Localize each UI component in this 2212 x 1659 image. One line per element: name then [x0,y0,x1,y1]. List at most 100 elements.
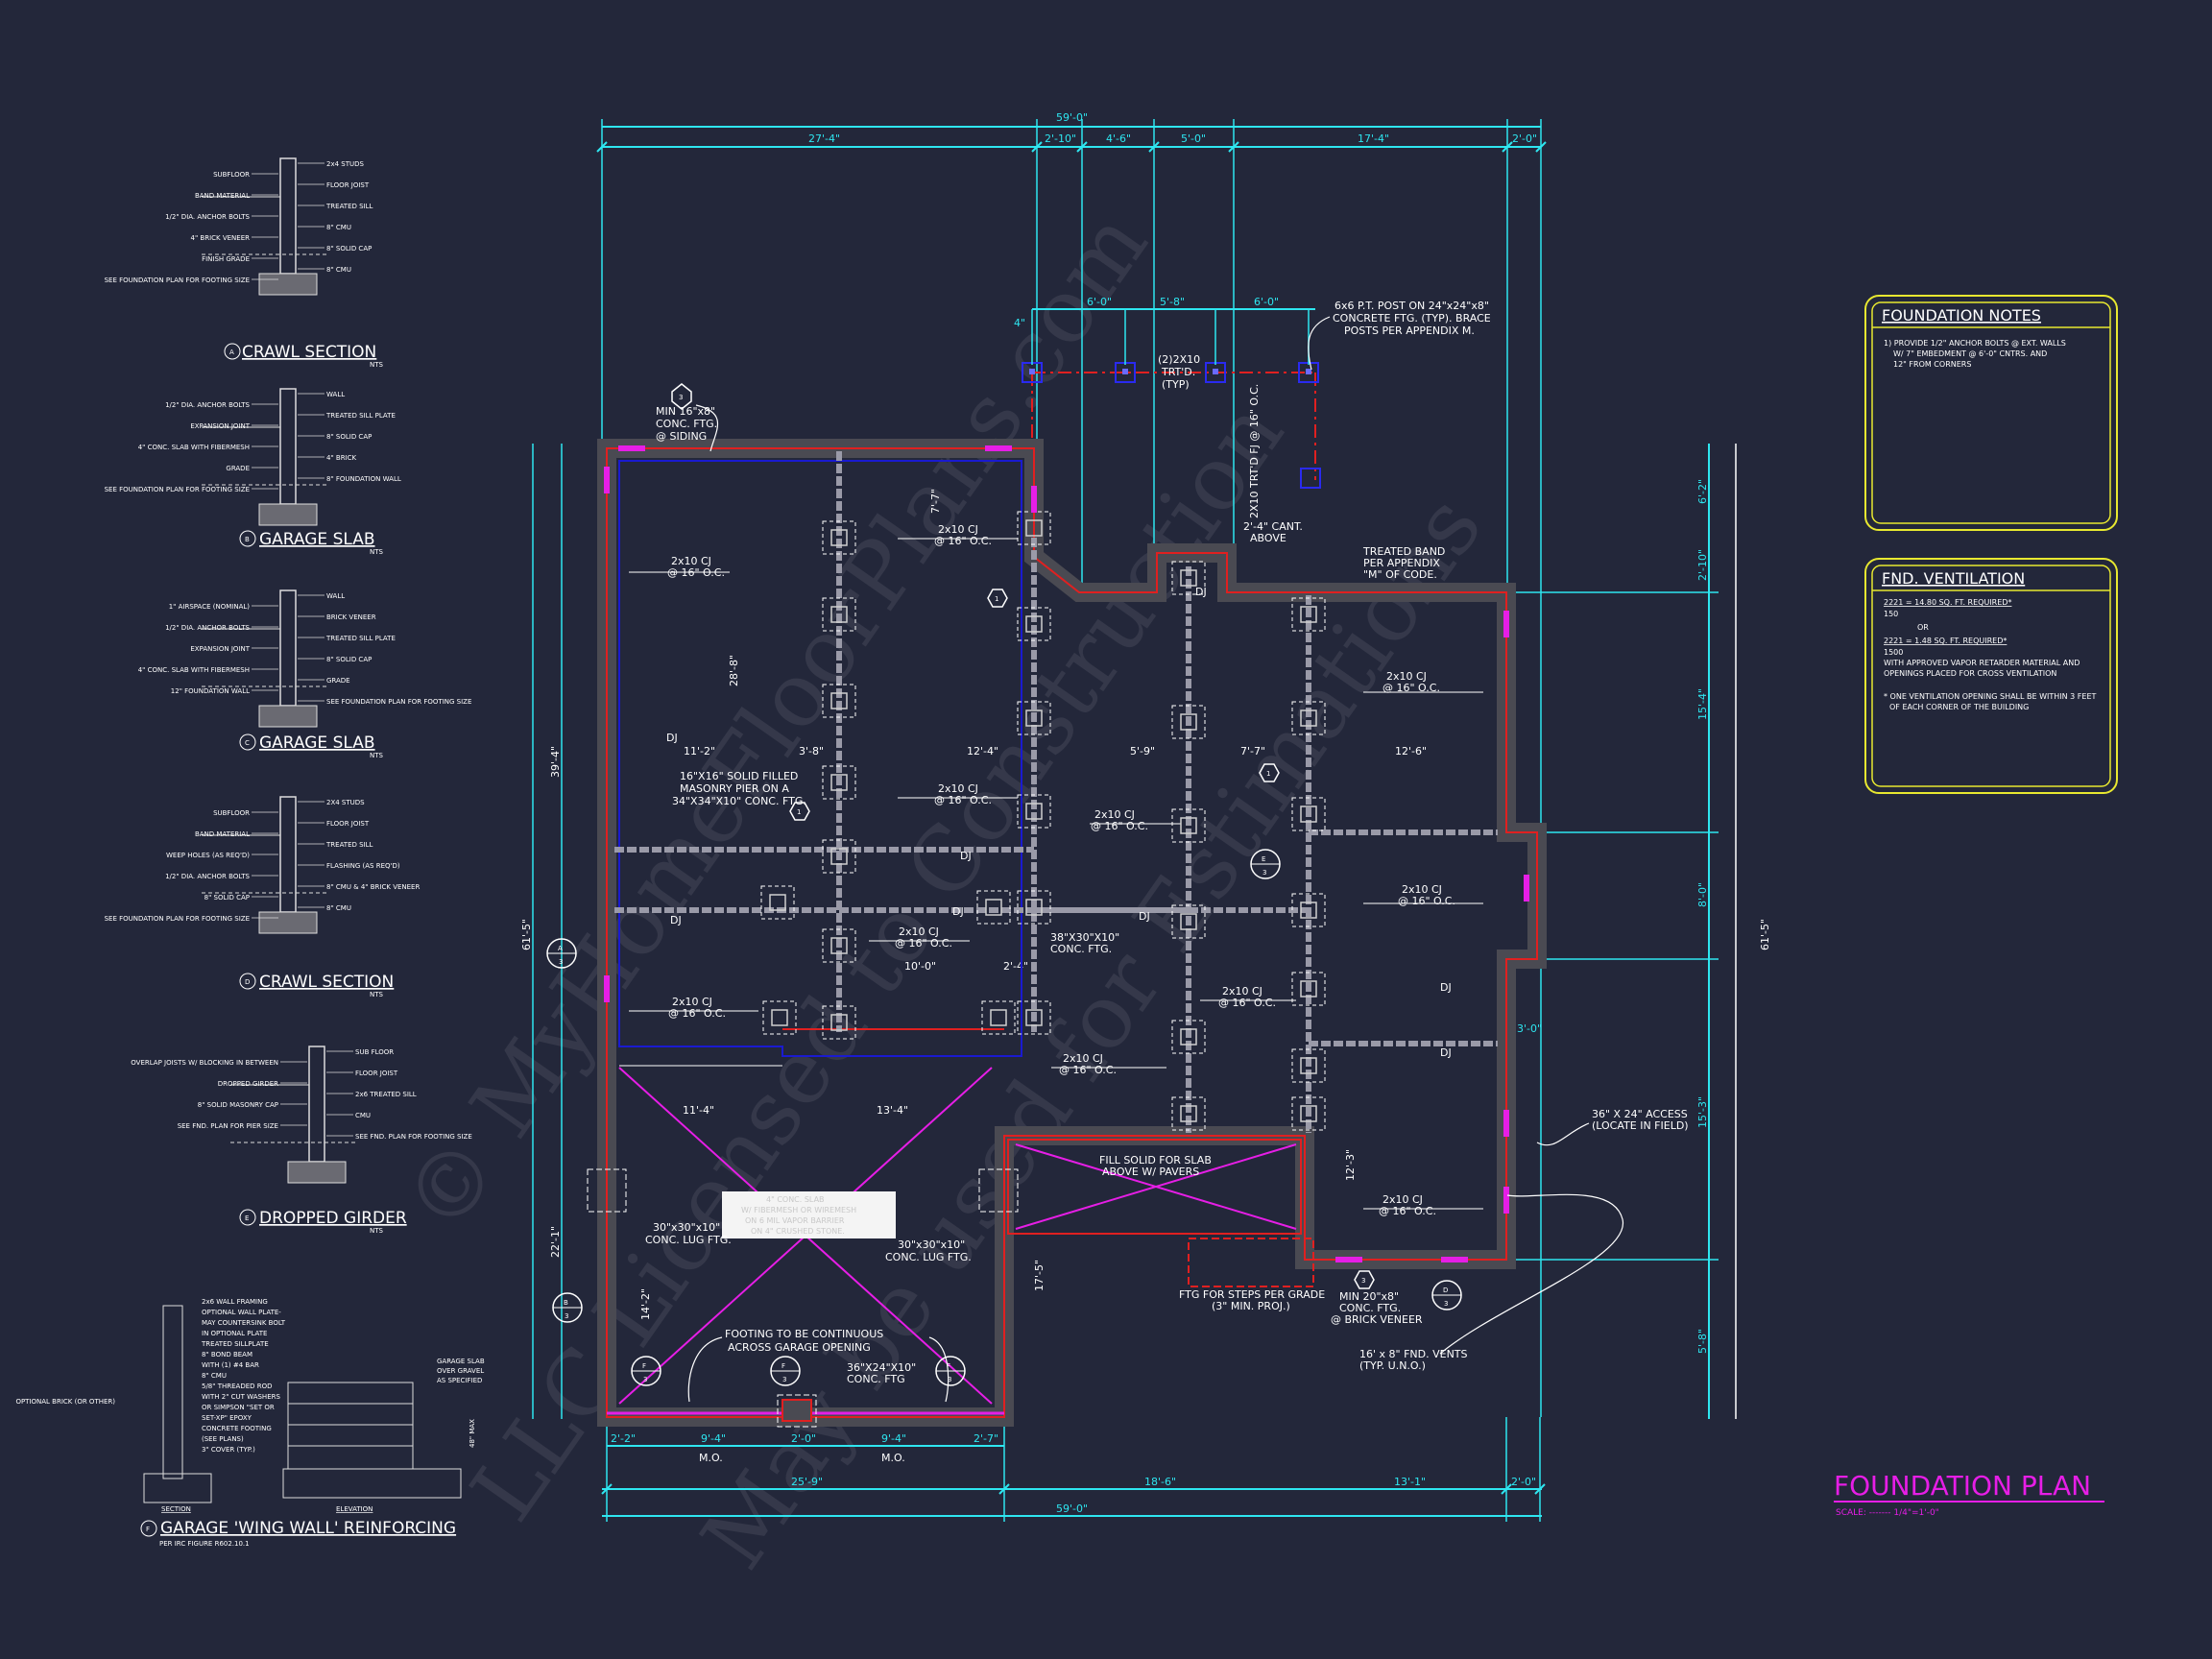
masonry-pier [990,1009,1007,1026]
ceiling-joist-spacing: @ 16" O.C. [667,566,725,579]
masonry-pier [771,1009,788,1026]
dim-tick [596,141,608,153]
foundation-notes-box: FOUNDATION NOTES 1) PROVIDE 1/2" ANCHOR … [1864,295,2118,531]
vent-line: 2221 = 1.48 SQ. FT. REQUIRED* [1884,637,2007,645]
detail-label: GRADE [226,465,250,472]
dim-right: 8'-0" [1696,882,1709,907]
ceiling-joist-label: 2x10 CJ [1402,883,1442,896]
section-marker-letter: F [642,1362,646,1370]
dim-right: 6'-2" [1696,479,1709,504]
pier-footing [981,1000,1016,1035]
dim-interior: 2'-4" [1003,960,1028,973]
ceiling-joist-label: 2x10 CJ [938,782,978,795]
ceiling-joist-label: 2x10 CJ [899,926,939,938]
note-lug-left: CONC. LUG FTG. [645,1234,732,1246]
note-cant: 2'-4" CANT. [1243,520,1303,533]
dim-left: 61'-5" [520,919,533,950]
dim-interior: 3'-0" [1517,1022,1542,1035]
detail-label: EXPANSION JOINT [190,422,250,430]
ceiling-joist-spacing: @ 16" O.C. [1398,895,1455,907]
hex-marker-label: 3 [1361,1277,1365,1285]
masonry-pier [1300,1057,1317,1074]
ceiling-joist-label: 2x10 CJ [672,996,712,1008]
hex-marker [1259,763,1280,782]
detail-label: SEE FND. PLAN FOR FOOTING SIZE [355,1133,472,1141]
detail-title-f: GARAGE 'WING WALL' REINFORCING [160,1519,456,1538]
dim-porch: 5'-8" [1160,296,1185,308]
pier-footing [1171,705,1206,739]
detail-label: OR SIMPSON "SET OR [202,1404,275,1411]
dim-left: 22'-1" [549,1226,562,1258]
masonry-pier [1025,615,1043,633]
detail-label: 1" AIRSPACE (NOMINAL) [169,603,251,611]
foundation-vent [1503,1110,1509,1137]
ceiling-joist-label: 2x10 CJ [1094,808,1135,821]
hex-marker [1354,1270,1375,1289]
pier-footing [976,890,1011,925]
detail-label: 4" CONC. SLAB WITH FIBERMESH [138,666,250,674]
annotations: 3 MIN 16"x8" CONC. FTG. @ SIDING 6x6 P.T… [546,300,1689,1403]
pier-footing [1171,808,1206,843]
detail-label: 8" CMU [202,1372,227,1380]
detail-label: GARAGE SLAB [437,1358,485,1365]
double-joist-label: DJ [670,914,682,926]
dim-right: 15'-3" [1696,1096,1709,1128]
slab-note-box [722,1191,896,1238]
vent-line: 150 [1884,610,1898,618]
section-marker-letter: A [558,945,563,952]
section-marker-letter: D [1443,1286,1448,1294]
post [1213,369,1218,374]
detail-label: CONCRETE FOOTING [202,1425,272,1432]
ceiling-joist-spacing: @ 16" O.C. [1059,1064,1117,1076]
dim-right: 5'-8" [1696,1329,1709,1354]
note-lug-right: CONC. LUG FTG. [885,1251,972,1263]
detail-label: MAY COUNTERSINK BOLT [202,1319,286,1327]
masonry-pier [1300,980,1317,998]
note-min16: CONC. FTG. [656,418,717,430]
notes-line: 1) PROVIDE 1/2" ANCHOR BOLTS @ EXT. WALL… [1884,339,2066,348]
note-ftg38: CONC. FTG. [1050,943,1112,955]
double-joist-label: DJ [1139,910,1150,923]
dim-interior: 12'-3" [1344,1149,1357,1181]
dim-tick [1502,141,1513,153]
masonry-pier [830,937,848,954]
detail-footing [258,705,318,728]
pier-footing [1171,1096,1206,1131]
ceiling-joist-label: 2x10 CJ [938,523,978,536]
detail-elevation-label: ELEVATION [336,1505,373,1513]
masonry-pier [1180,713,1197,731]
detail-label: FLOOR JOIST [326,181,370,189]
detail-letter: C [245,739,250,747]
dim-interior: 28'-8" [728,655,740,686]
title-scale: SCALE: ------- 1/4"=1'-0" [1836,1508,1939,1518]
dim-interior: 11'-2" [684,745,715,757]
detail-letter: D [245,978,250,986]
notes-title: FOUNDATION NOTES [1882,306,2041,325]
detail-label: OVERLAP JOISTS W/ BLOCKING IN BETWEEN [131,1059,278,1067]
section-marker-sheet: 3 [565,1312,568,1320]
masonry-pier [830,1014,848,1031]
detail-label: OVER GRAVEL [437,1367,484,1375]
dim-porch: 4" [1014,317,1025,329]
double-joist-label: DJ [960,850,972,862]
masonry-pier [1180,913,1197,930]
detail-letter: A [229,349,234,356]
pier-footing [1291,701,1326,735]
pier-footing [822,765,856,800]
section-marker-sheet: 3 [559,958,563,966]
dim-top: 4'-6" [1106,132,1131,145]
note-band: "M" OF CODE. [1363,568,1437,581]
crawl-inner-line [618,460,1022,1057]
dim-bottom: 9'-4" [701,1432,726,1445]
ceiling-joist-spacing: @ 16" O.C. [1379,1205,1436,1217]
leader-line [1308,316,1331,371]
foundation-vent [1524,875,1529,902]
note-trtd: TRT'D. [1161,366,1195,378]
note-post: CONCRETE FTG. (TYP). BRACE [1333,312,1491,325]
leader-line [1536,1122,1590,1146]
masonry-pier [830,529,848,546]
detail-marker [239,530,256,547]
note-post: POSTS PER APPENDIX M. [1344,325,1475,337]
detail-label: 1/2" DIA. ANCHOR BOLTS [165,624,250,632]
